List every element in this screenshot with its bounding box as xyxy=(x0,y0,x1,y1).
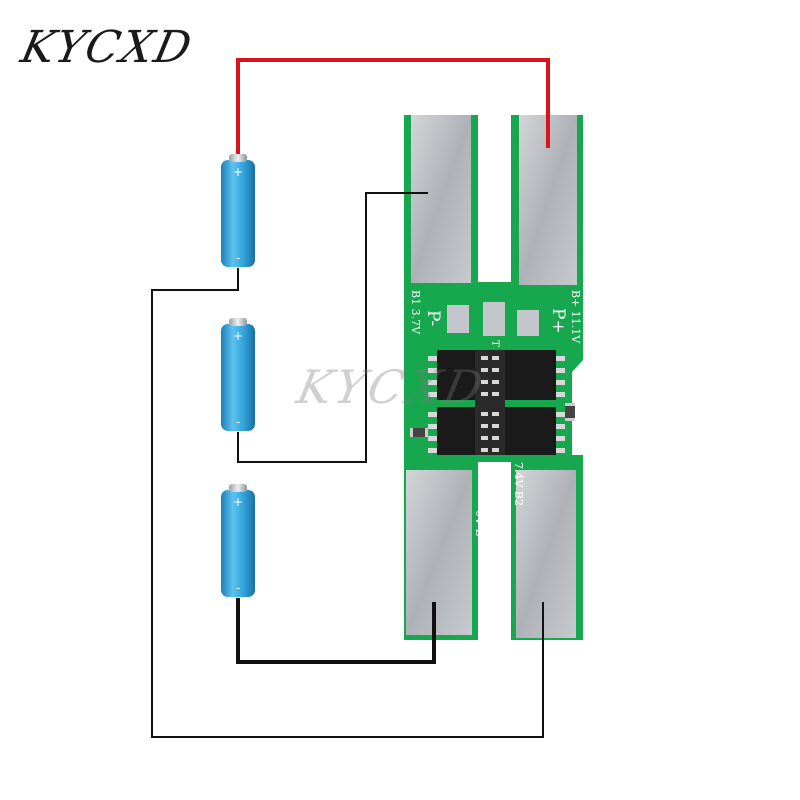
bms-pcb: B1 3.7V P- T B+ 11.1V P+ 0V B- 7.4V B2 xyxy=(404,115,583,640)
nickel-strip-bottom-right xyxy=(516,470,576,638)
label-b2: 7.4V B2 xyxy=(512,462,525,506)
battery-2-positive-label: + xyxy=(233,329,243,343)
pad-t xyxy=(483,302,505,336)
smd-resistor-left xyxy=(412,428,426,437)
wire-b2-to-strip xyxy=(237,192,428,463)
red-wire-b-plus xyxy=(236,58,550,160)
label-b1: B1 3.7V xyxy=(409,290,422,335)
label-p-minus: P- xyxy=(423,310,443,326)
nickel-strip-bottom-left xyxy=(406,470,472,635)
label-t: T xyxy=(489,340,500,347)
battery-1-negative-label: - xyxy=(236,251,240,265)
label-0v-b-minus: 0V B- xyxy=(473,510,486,541)
battery-2: + - xyxy=(221,318,255,431)
pad-p-minus xyxy=(447,305,469,333)
battery-3-negative-label: - xyxy=(236,581,240,595)
battery-1: + - xyxy=(221,154,255,267)
battery-3: + - xyxy=(221,484,255,597)
battery-3-positive-label: + xyxy=(233,495,243,509)
smd-resistor-right xyxy=(565,405,575,419)
watermark: KYCXD xyxy=(292,360,492,414)
pad-p-plus xyxy=(517,310,539,336)
label-p-plus: P+ xyxy=(548,308,568,334)
nickel-strip-top-left xyxy=(411,115,471,283)
label-b-plus: B+ 11.1V xyxy=(569,290,582,344)
battery-1-positive-label: + xyxy=(233,165,243,179)
mosfet-chips xyxy=(428,350,565,455)
battery-2-negative-label: - xyxy=(236,415,240,429)
